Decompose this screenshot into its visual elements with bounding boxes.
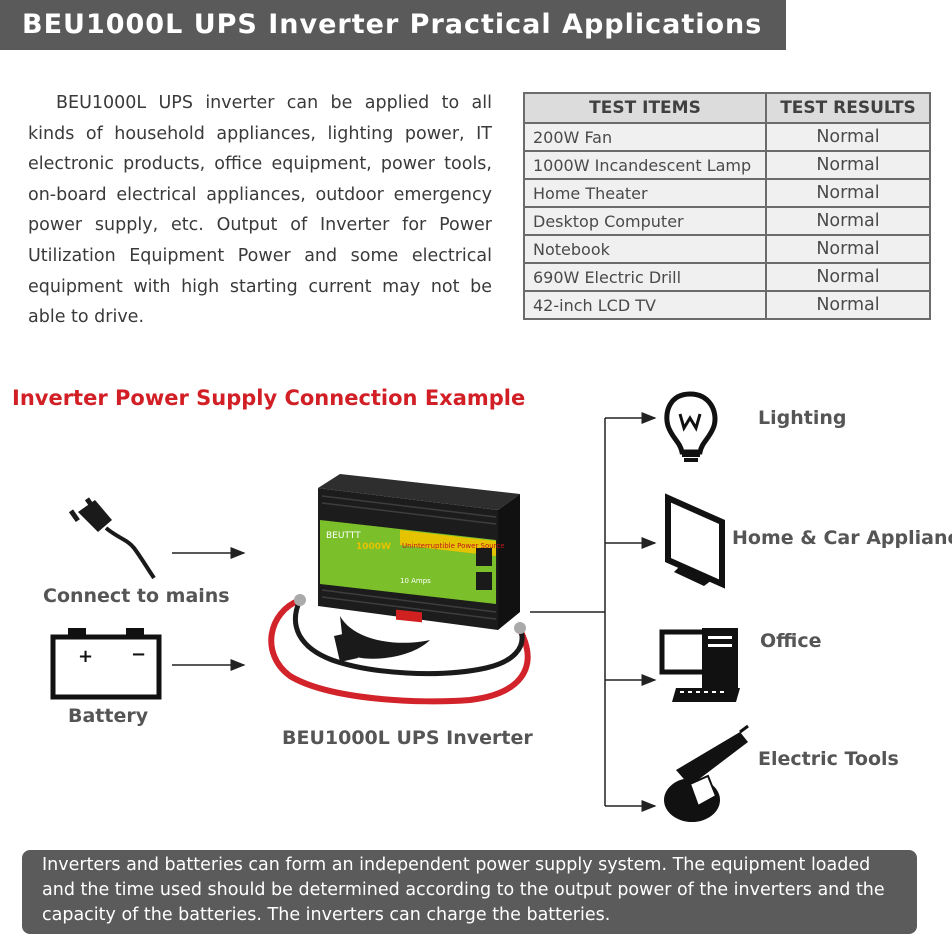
- column-header-test-items: TEST ITEMS: [523, 92, 767, 124]
- appliances-label: Home & Car Appliances: [732, 527, 952, 549]
- inverter-model-text: 1000W: [356, 542, 391, 552]
- battery-minus-sign: −: [131, 644, 146, 665]
- test-result-cell: Normal: [765, 234, 931, 264]
- battery-label: Battery: [68, 705, 149, 727]
- inverter-amp-text: 10 Amps: [400, 577, 431, 585]
- footer-note: Inverters and batteries can form an inde…: [22, 850, 917, 934]
- inverter-image: BEUTTT 1000W Uninterruptible Power Sourc…: [268, 474, 531, 705]
- electric-tools-label: Electric Tools: [758, 748, 899, 770]
- connection-example-title: Inverter Power Supply Connection Example: [12, 386, 526, 410]
- lighting-label: Lighting: [758, 407, 847, 429]
- inverter-panel-text: Uninterruptible Power Source: [402, 542, 505, 550]
- battery-icon: + −: [50, 628, 162, 700]
- plug-icon: [68, 497, 156, 580]
- column-header-test-results: TEST RESULTS: [765, 92, 931, 124]
- test-item-cell: 200W Fan: [523, 122, 767, 152]
- test-item-cell: Notebook: [523, 234, 767, 264]
- test-result-cell: Normal: [765, 206, 931, 236]
- intro-paragraph: BEU1000L UPS inverter can be applied to …: [28, 93, 492, 328]
- test-result-cell: Normal: [765, 150, 931, 180]
- test-item-cell: Desktop Computer: [523, 206, 767, 236]
- battery-plus-sign: +: [78, 646, 93, 667]
- test-result-cell: Normal: [765, 290, 931, 320]
- angle-grinder-icon: [664, 724, 749, 822]
- table-header-row: TEST ITEMS TEST RESULTS: [523, 92, 931, 124]
- test-item-cell: 690W Electric Drill: [523, 262, 767, 292]
- test-result-cell: Normal: [765, 262, 931, 292]
- office-label: Office: [760, 630, 822, 652]
- test-result-cell: Normal: [765, 178, 931, 208]
- test-item-cell: Home Theater: [523, 178, 767, 208]
- page-title: BEU1000L UPS Inverter Practical Applicat…: [0, 0, 786, 50]
- desktop-computer-icon: [659, 628, 740, 702]
- inverter-brand-text: BEUTTT: [326, 531, 361, 541]
- test-result-cell: Normal: [765, 122, 931, 152]
- test-item-cell: 1000W Incandescent Lamp: [523, 150, 767, 180]
- inverter-label: BEU1000L UPS Inverter: [282, 727, 533, 749]
- monitor-icon: [665, 493, 725, 589]
- mains-label: Connect to mains: [43, 585, 230, 607]
- test-item-cell: 42-inch LCD TV: [523, 290, 767, 320]
- light-bulb-icon: [664, 391, 718, 462]
